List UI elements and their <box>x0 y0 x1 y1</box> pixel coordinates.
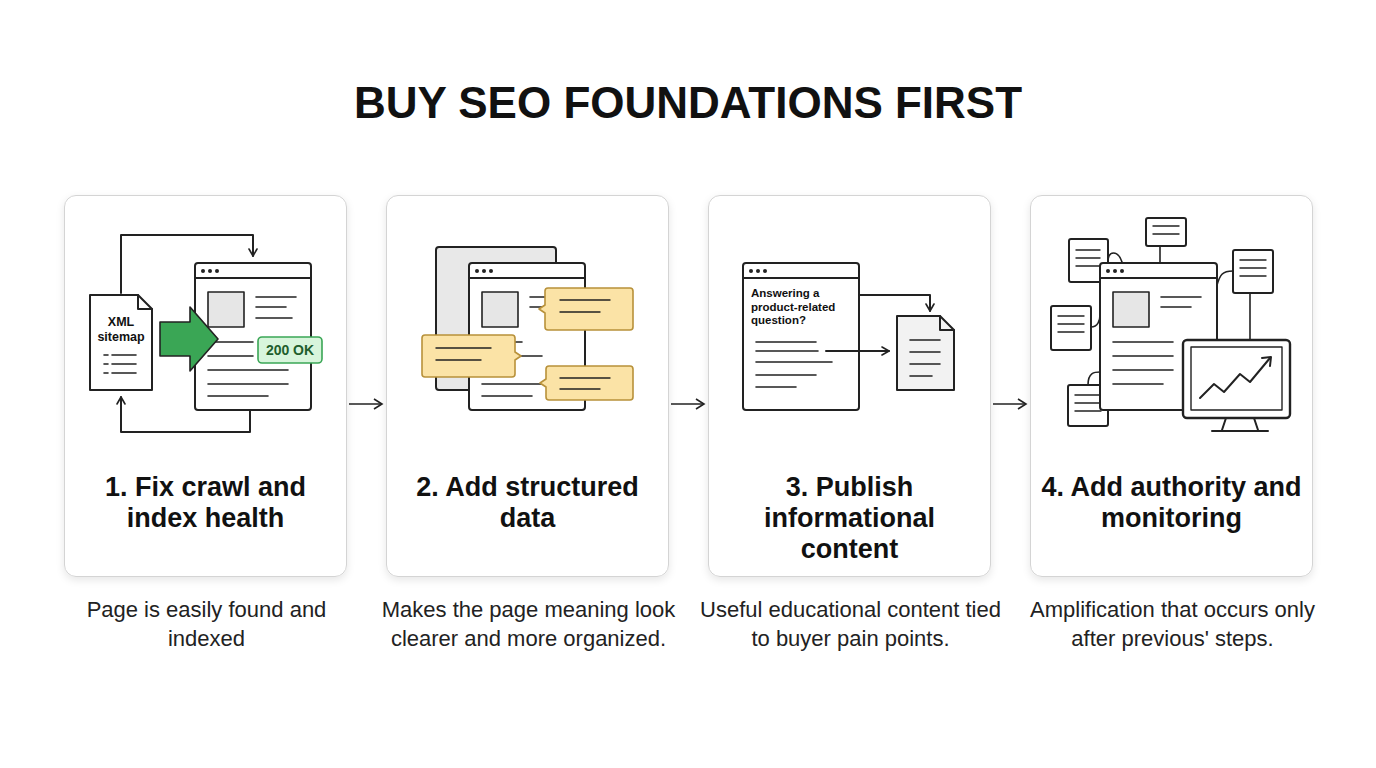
flow-arrow <box>349 403 382 405</box>
step-card: 4. Add authority and monitoringAmplifica… <box>1030 195 1313 577</box>
status-badge: 200 OK <box>258 341 322 359</box>
step-card: 1. Fix crawl and index healthPage is eas… <box>64 195 347 577</box>
step-title: 1. Fix crawl and index health <box>73 472 338 534</box>
structured-data-illustration <box>422 247 633 410</box>
crawl-illustration <box>90 235 322 432</box>
question-text: Answering a product-related question? <box>751 287 855 328</box>
step-title: 2. Add structured data <box>395 472 660 534</box>
step-card: 2. Add structured dataMakes the page mea… <box>386 195 669 577</box>
flow-arrow <box>993 403 1026 405</box>
step-title: 4. Add authority and monitoring <box>1039 472 1304 534</box>
flow-arrow <box>671 403 704 405</box>
step-caption: Amplification that occurs only after pre… <box>1019 596 1326 653</box>
step-caption: Useful educational content tied to buyer… <box>697 596 1004 653</box>
diagram-title: BUY SEO FOUNDATIONS FIRST <box>0 76 1376 130</box>
step-card: 3. Publish informational contentUseful e… <box>708 195 991 577</box>
step-title: 3. Publish informational content <box>717 472 982 565</box>
sitemap-label: XML sitemap <box>90 315 152 345</box>
step-caption: Page is easily found and indexed <box>53 596 360 653</box>
step-caption: Makes the page meaning look clearer and … <box>375 596 682 653</box>
content-illustration <box>743 263 954 410</box>
authority-illustration <box>1051 218 1290 431</box>
